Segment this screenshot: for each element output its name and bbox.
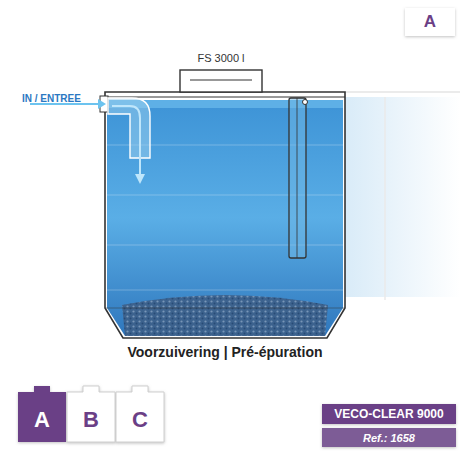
node-text: Ref.: 1658 bbox=[363, 432, 415, 444]
reference-box: Ref.: 1658 bbox=[322, 428, 456, 447]
caption: Voorzuivering | Pré-épuration bbox=[127, 344, 322, 360]
section-badge: A bbox=[405, 8, 455, 36]
tank-tab-active: A bbox=[18, 392, 66, 442]
tank-volume: FS 3000 l bbox=[197, 52, 244, 64]
tank-tab: C bbox=[116, 392, 164, 442]
tank-tab: B bbox=[67, 392, 115, 442]
node-text: B bbox=[83, 407, 99, 433]
node-text: A bbox=[34, 407, 50, 433]
inlet-label: IN / ENTREE bbox=[22, 93, 81, 104]
product-banner: VECO-CLEAR 9000 bbox=[322, 404, 456, 424]
node-text: A bbox=[424, 12, 436, 32]
node-text: VECO-CLEAR 9000 bbox=[334, 407, 443, 421]
node-text: C bbox=[132, 407, 148, 433]
